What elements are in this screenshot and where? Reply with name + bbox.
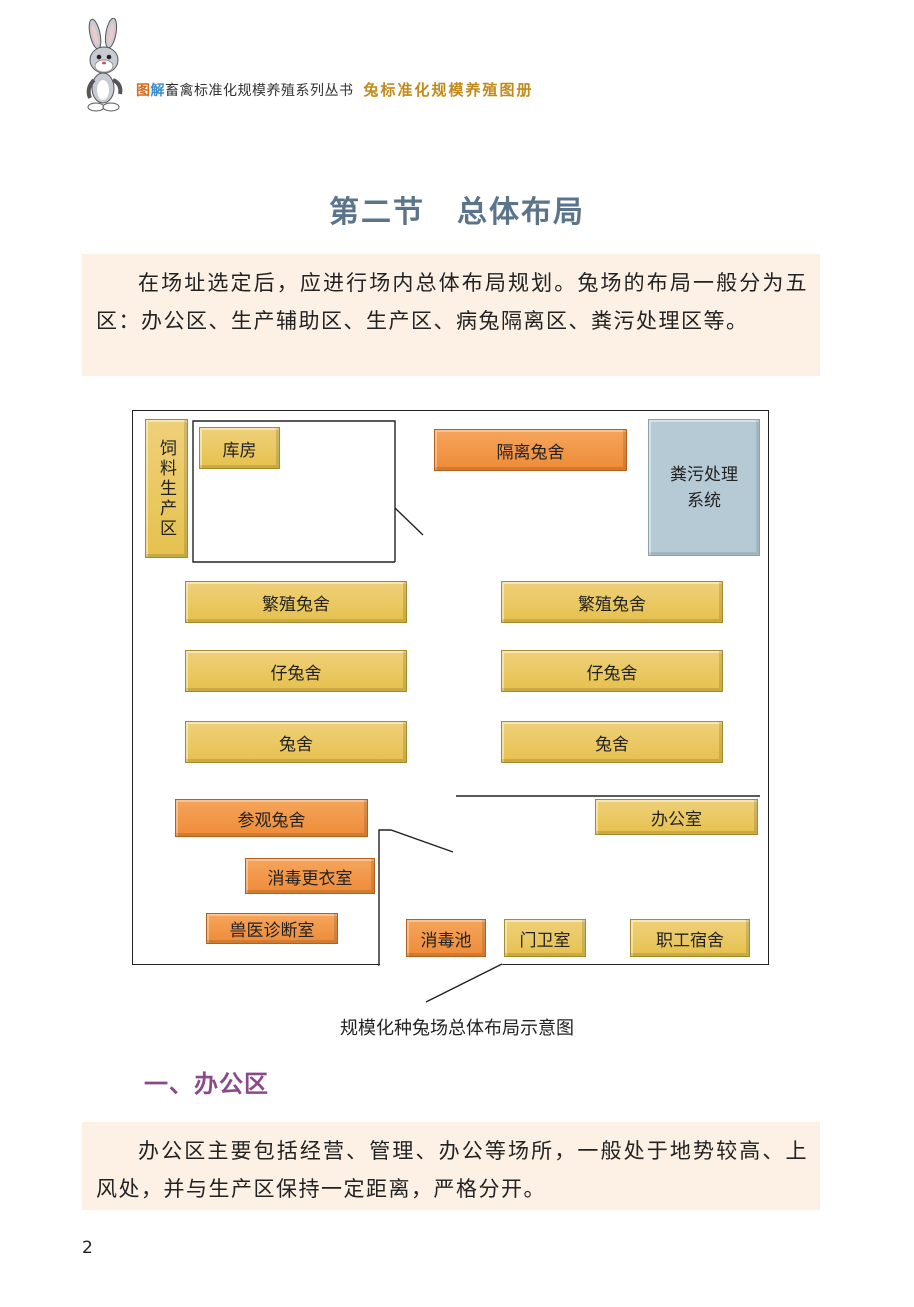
- gate-leader-line: [425, 963, 503, 1003]
- rabbit-house-right: 兔舍: [501, 721, 723, 763]
- manure-treatment-block: 粪污处理系统: [648, 419, 760, 556]
- guard-room-block: 门卫室: [504, 919, 586, 957]
- figure-caption: 规模化种兔场总体布局示意图: [340, 1018, 574, 1039]
- isolation-house-block: 隔离兔舍: [434, 429, 627, 471]
- office-area-paragraph: 办公区主要包括经营、管理、办公等场所，一般处于地势较高、上风处，并与生产区保持一…: [82, 1122, 820, 1210]
- section-title: 第二节 总体布局: [329, 195, 585, 230]
- breeding-house-right: 繁殖兔舍: [501, 581, 723, 623]
- page-number: 2: [82, 1238, 93, 1258]
- vet-diagnosis-room-block: 兽医诊断室: [206, 913, 338, 944]
- disinfect-changing-room-block: 消毒更衣室: [245, 858, 375, 894]
- young-rabbit-house-left: 仔兔舍: [185, 650, 407, 692]
- series-jie: 解: [150, 83, 165, 99]
- rabbit-house-left: 兔舍: [185, 721, 407, 763]
- series-tu: 图: [136, 83, 151, 99]
- feed-production-area: 饲料生产区: [145, 419, 188, 558]
- office-area-heading: 一、办公区: [144, 1070, 269, 1098]
- office-block: 办公室: [595, 799, 758, 835]
- young-rabbit-house-right: 仔兔舍: [501, 650, 723, 692]
- book-title: 兔标准化规模养殖图册: [363, 81, 534, 99]
- intro-paragraph: 在场址选定后，应进行场内总体布局规划。兔场的布局一般分为五区：办公区、生产辅助区…: [82, 254, 820, 376]
- rabbit-mascot-icon: [86, 18, 123, 112]
- farm-layout-diagram: 饲料生产区 库房 隔离兔舍 粪污处理系统 繁殖兔舍 繁殖兔舍 仔兔舍 仔兔舍 兔…: [132, 410, 769, 966]
- series-name: 畜禽标准化规模养殖系列丛书: [165, 83, 354, 99]
- staff-dorm-block: 职工宿舍: [630, 919, 750, 957]
- visit-house-block: 参观兔舍: [175, 799, 368, 837]
- breeding-house-left: 繁殖兔舍: [185, 581, 407, 623]
- warehouse-block: 库房: [199, 427, 280, 469]
- series-title: 图解畜禽标准化规模养殖系列丛书兔标准化规模养殖图册: [136, 79, 534, 100]
- disinfection-pool-block: 消毒池: [406, 919, 486, 957]
- page-header: 图解畜禽标准化规模养殖系列丛书兔标准化规模养殖图册: [80, 18, 840, 113]
